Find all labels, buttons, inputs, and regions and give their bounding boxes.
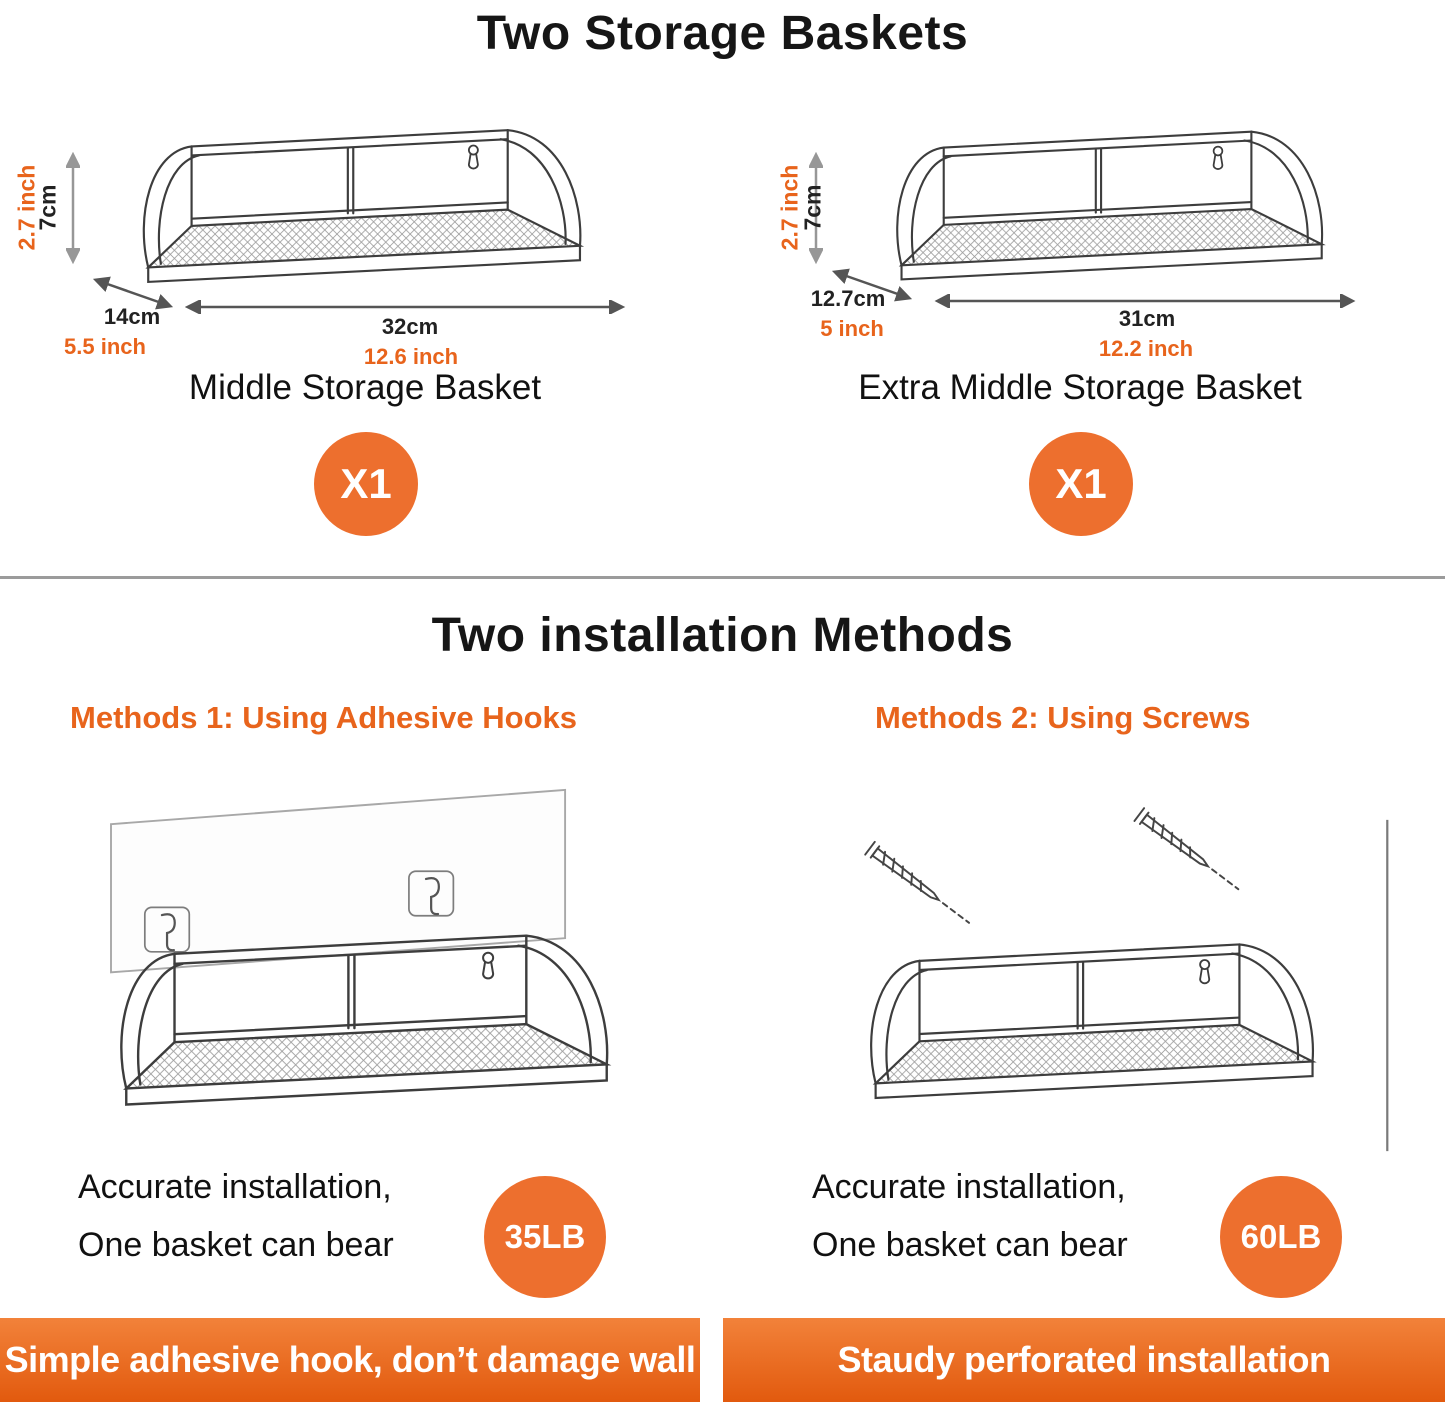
capacity-text-line2: One basket can bear — [812, 1226, 1128, 1264]
width-cm-label: 32cm — [381, 314, 439, 339]
basket-caption: Middle Storage Basket — [188, 368, 542, 407]
top-section-title: Two Storage Baskets — [476, 7, 969, 60]
method2-banner: Staudy perforated installation — [723, 1318, 1445, 1402]
adhesive-hook-icon — [143, 906, 191, 953]
depth-inch-label: 5.5 inch — [64, 334, 146, 359]
height-cm-label: 7cm — [34, 184, 61, 231]
method1-illustration — [110, 788, 609, 1106]
width-inch-label: 12.6 inch — [363, 344, 459, 369]
capacity-text-line1: Accurate installation, — [78, 1168, 392, 1206]
section-divider — [0, 576, 1445, 579]
depth-inch-label: 5 inch — [820, 316, 884, 341]
basket-caption: Extra Middle Storage Basket — [858, 368, 1302, 407]
method1-heading: Methods 1: Using Adhesive Hooks — [70, 700, 577, 735]
bottom-section-title: Two installation Methods — [431, 609, 1014, 662]
wall-panel — [110, 788, 567, 974]
capacity-text-line2: One basket can bear — [78, 1226, 394, 1264]
wire-basket-illustration — [870, 943, 1315, 1100]
method2-illustration — [864, 807, 1389, 1152]
depth-cm-label: 12.7cm — [810, 286, 886, 311]
capacity-badge: 35LB — [484, 1176, 606, 1298]
width-cm-label: 31cm — [1118, 306, 1176, 331]
depth-arrow-icon — [831, 268, 913, 302]
capacity-badge: 60LB — [1220, 1176, 1342, 1298]
depth-cm-label: 14cm — [103, 304, 161, 329]
quantity-badge: X1 — [1029, 432, 1133, 536]
width-arrow-icon — [934, 294, 1356, 308]
banner-text: Staudy perforated installation — [837, 1339, 1331, 1380]
adhesive-hook-icon — [407, 870, 455, 917]
width-arrow-icon — [184, 300, 626, 314]
basket-panel-extra: 2.7 inch 7cm 12.7cm 5 inch 31cm 12.2 inc… — [745, 100, 1415, 570]
quantity-badge: X1 — [314, 432, 418, 536]
screw-icon — [1133, 807, 1240, 891]
method1-banner: Simple adhesive hook, don’t damage wall — [0, 1318, 700, 1402]
height-arrow-icon — [809, 151, 823, 265]
width-inch-label: 12.2 inch — [1098, 336, 1194, 361]
height-cm-label: 7cm — [799, 184, 826, 231]
depth-arrow-icon — [92, 276, 174, 310]
banner-text: Simple adhesive hook, don’t damage wall — [4, 1339, 696, 1380]
method2-heading: Methods 2: Using Screws — [875, 700, 1251, 735]
basket-panel-middle: 2.7 inch 7cm 14cm 5.5 inch 32cm 12.6 inc… — [14, 100, 700, 570]
capacity-text-line1: Accurate installation, — [812, 1168, 1126, 1206]
screw-icon — [864, 840, 971, 924]
height-arrow-icon — [66, 151, 80, 265]
